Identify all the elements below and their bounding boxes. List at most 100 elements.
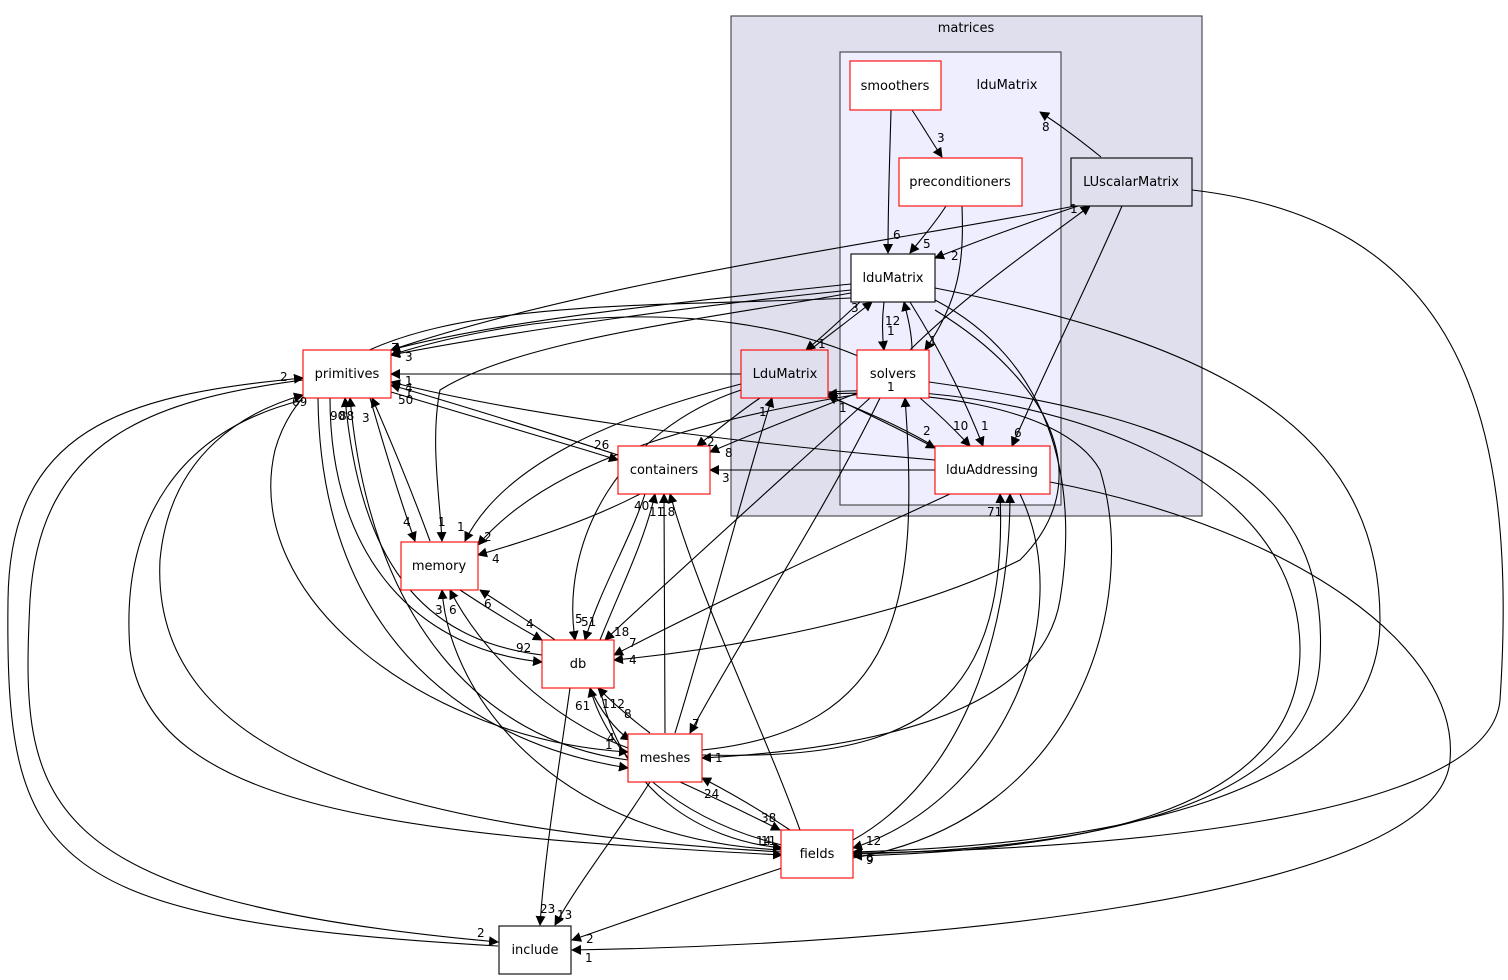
edge-label: 3 [722, 471, 730, 485]
edge-db-memory [479, 589, 556, 641]
edge-solvers-containers [709, 391, 861, 454]
node-containers[interactable]: containers [617, 445, 711, 495]
edge-label: 3 [435, 603, 443, 617]
edge-db-fields [599, 687, 783, 853]
node-include[interactable]: include [498, 925, 572, 975]
edge-fields-primitives [159, 392, 783, 853]
edge-lduMatrix-solvers [877, 301, 888, 351]
edge-primitives-containers [390, 391, 619, 463]
edge-label: 7 [692, 717, 700, 731]
edge-label: 5 [923, 237, 931, 251]
edge-label: 1 [715, 751, 723, 765]
edge-preconditioners-solvers [924, 205, 963, 351]
node-lduAddressing[interactable]: lduAddressing [934, 445, 1051, 495]
node-lduAddressing-label: lduAddressing [946, 463, 1038, 478]
edge-label: 2 [707, 435, 715, 449]
node-include-label: include [511, 943, 558, 958]
edge-label: 1 [405, 374, 413, 388]
edge-containers-primitives [390, 382, 619, 456]
edge-label: 40 [634, 499, 649, 513]
edge-solvers-meshes [689, 397, 881, 734]
edge-fields-include [571, 867, 783, 942]
edge-lduAddressing-LduMatrix [827, 395, 941, 451]
edge-fields-lduAddressing [852, 493, 1015, 841]
edge-primitives-meshes [317, 397, 629, 772]
edge-fields-meshes [701, 777, 791, 831]
edge-LduMatrix-fields [827, 390, 1301, 861]
node-lduMatrix[interactable]: lduMatrix [850, 253, 936, 303]
edge-memory-db [459, 589, 543, 641]
cluster-matrices-label: matrices [938, 21, 995, 36]
edge-label: 6 [893, 228, 901, 242]
edge-LUscalarMatrix-primitives [390, 205, 1076, 352]
edge-label: 1 [887, 324, 895, 338]
node-primitives[interactable]: primitives [302, 349, 392, 399]
node-db[interactable]: db [541, 639, 615, 689]
edge-label: 4 [607, 731, 615, 745]
edge-lduMatrix-meshes [701, 299, 1067, 763]
node-solvers[interactable]: solvers [856, 349, 930, 399]
edge-LUscalarMatrix-lduMatrix [934, 205, 1079, 260]
edge-LUscalarMatrix-lduMatrix-group [1039, 111, 1102, 158]
node-LUscalarMatrix[interactable]: LUscalarMatrix [1070, 157, 1193, 207]
edge-label: 1 [605, 738, 613, 752]
edge-label: 3 [851, 301, 859, 315]
edge-label: 1 [585, 951, 593, 965]
edge-label: 11 [761, 834, 776, 848]
edge-label: 6 [1014, 426, 1022, 440]
edge-LduMatrix-containers [696, 397, 761, 447]
edge-label: 6 [866, 851, 874, 865]
edge-fields-db [587, 687, 783, 846]
node-preconditioners[interactable]: preconditioners [898, 157, 1023, 207]
edge-include-primitives [7, 373, 499, 947]
cluster-lduMatrix-label: lduMatrix [976, 78, 1037, 93]
edge-fields-LduMatrix [827, 388, 1113, 859]
edge-solvers-lduMatrix [901, 301, 913, 351]
edge-label: 88 [339, 409, 354, 423]
node-meshes[interactable]: meshes [627, 733, 703, 783]
edge-label: 50 [398, 393, 413, 407]
edge-label: 1 [887, 380, 895, 394]
edge-label: 24 [704, 787, 719, 801]
node-lduMatrix-label: lduMatrix [862, 271, 923, 286]
node-LduMatrix-label: LduMatrix [753, 367, 818, 382]
node-meshes-label: meshes [640, 751, 691, 766]
node-memory[interactable]: memory [400, 541, 479, 591]
edge-primitives-include [27, 379, 499, 947]
edge-label: 7 [629, 636, 637, 650]
edge-label: 3 [937, 131, 945, 145]
edge-label: 1 [818, 337, 826, 351]
node-fields[interactable]: fields [780, 829, 854, 879]
edge-lduMatrix-LduMatrix [805, 301, 861, 351]
edge-label: 61 [575, 699, 590, 713]
edge-meshes-memory [449, 589, 629, 749]
edge-label: 2 [586, 932, 594, 946]
edge-containers-db [582, 493, 646, 641]
edge-LUscalarMatrix-lduAddressing [1011, 205, 1123, 447]
edge-label: 5 [575, 612, 583, 626]
edge-solvers-LUscalarMatrix [909, 205, 1091, 351]
edge-label: 4 [403, 515, 411, 529]
edge-solvers-lduAddressing [919, 397, 971, 447]
edge-label: 4 [526, 617, 534, 631]
node-db-label: db [570, 657, 587, 672]
node-LduMatrix[interactable]: LduMatrix [740, 349, 829, 399]
node-smoothers[interactable]: smoothers [849, 60, 942, 111]
edge-smoothers-preconditioners [911, 109, 943, 158]
edge-label: 1 [457, 520, 465, 534]
edge-LduMatrix-db [568, 389, 742, 641]
edge-lduMatrix-primitives [390, 283, 852, 353]
edge-primitives-fields [128, 399, 783, 860]
edge-db-include [535, 687, 571, 926]
edge-label: 6 [484, 597, 492, 611]
edge-lduAddressing-include [571, 481, 1451, 955]
edge-label: 2 [923, 424, 931, 438]
edge-label: 69 [292, 395, 307, 409]
edge-primitives-memory [369, 397, 417, 542]
nodes: smoothers preconditioners lduMatrix solv… [302, 60, 1193, 975]
edge-label: 12 [866, 834, 881, 848]
edge-label: 3 [405, 350, 413, 364]
node-containers-label: containers [630, 463, 699, 478]
edge-label: 1 [839, 401, 847, 415]
edge-label: 1 [1070, 202, 1078, 216]
